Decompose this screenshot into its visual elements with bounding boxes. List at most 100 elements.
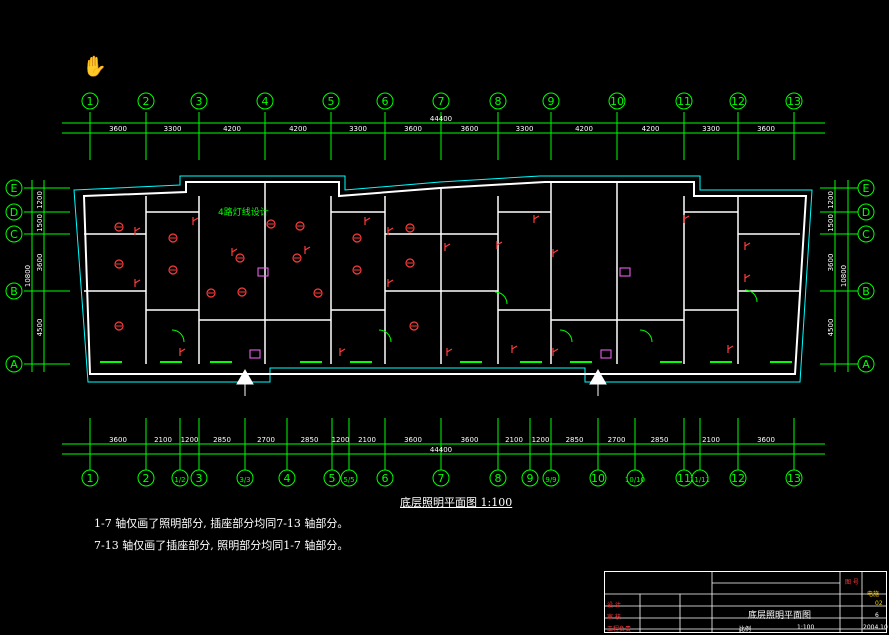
switch-icon	[364, 217, 371, 225]
axis-label-top: 1	[87, 95, 94, 108]
axis-label-bottom: 9	[527, 472, 534, 485]
dim-value-bottom: 1200	[181, 436, 199, 444]
axis-bubble-top	[190, 92, 208, 110]
axis-label-side: B	[10, 285, 18, 298]
tb-drawing-no: 图 号	[845, 579, 859, 586]
switch-icon	[179, 348, 186, 356]
note-1: 1-7 轴仅画了照明部分, 插座部分均同7-13 轴部分。	[94, 517, 349, 530]
dim-value-bottom: 2100	[505, 436, 523, 444]
axis-bubble-bottom	[236, 469, 254, 487]
axis-label-top: 3	[196, 95, 203, 108]
ceiling-light-icon	[114, 259, 124, 269]
dim-value-bottom: 2100	[154, 436, 172, 444]
ceiling-light-icon	[405, 258, 415, 268]
ceiling-light-icon	[168, 233, 178, 243]
axis-label-bottom: 10/10	[625, 476, 645, 484]
axis-label-bottom: 9/9	[545, 476, 556, 484]
dim-value-bottom: 2100	[358, 436, 376, 444]
door-swing	[559, 329, 573, 343]
axis-label-bottom: 10	[591, 472, 605, 485]
switch-icon	[496, 241, 503, 249]
axis-label-side: C	[862, 228, 870, 241]
axis-bubble-bottom	[171, 469, 189, 487]
tb-scale-label: 比例	[739, 626, 752, 633]
axis-label-side: B	[862, 285, 870, 298]
axis-bubble-top	[542, 92, 560, 110]
title-block: 设 计 审 核 工程负责 底层照明平面图 比例 1:100 图 号 电施 02 …	[604, 571, 888, 633]
axis-bubble-top	[489, 92, 507, 110]
dim-total-side: 10800	[840, 265, 848, 287]
tb-date: 2004.10	[863, 624, 888, 631]
axis-bubble-side	[857, 282, 875, 300]
axis-bubble-side	[5, 282, 23, 300]
switch-icon	[727, 345, 734, 353]
ceiling-light-icon	[352, 265, 362, 275]
axis-bubble-bottom	[137, 469, 155, 487]
axis-label-bottom: 12	[731, 472, 745, 485]
axis-label-side: C	[10, 228, 18, 241]
dim-value-top: 4200	[289, 125, 307, 133]
dim-value-top: 3300	[349, 125, 367, 133]
axis-label-top: 4	[262, 95, 269, 108]
door-swing	[171, 329, 185, 343]
axis-label-top: 13	[787, 95, 801, 108]
ceiling-light-icon	[313, 288, 323, 298]
hand-pan-icon[interactable]: ✋	[82, 54, 107, 78]
ceiling-light-icon	[206, 288, 216, 298]
axis-bubble-bottom	[81, 469, 99, 487]
axis-label-bottom: 4	[284, 472, 291, 485]
switch-icon	[552, 348, 559, 356]
axis-bubble-bottom	[190, 469, 208, 487]
dim-value-top: 3600	[461, 125, 479, 133]
axis-label-bottom: 6	[382, 472, 389, 485]
distribution-box-icon	[249, 349, 261, 359]
room-label: 4路灯线设计	[218, 206, 269, 218]
axis-bubble-top	[256, 92, 274, 110]
switch-icon	[134, 279, 141, 287]
ceiling-light-icon	[114, 321, 124, 331]
axis-label-top: 6	[382, 95, 389, 108]
dim-value-side: 1200	[36, 191, 44, 209]
drawing-caption: 底层照明平面图 1:100	[400, 496, 513, 509]
dim-value-side: 1500	[827, 214, 835, 232]
switch-icon	[744, 242, 751, 250]
entrance-arrow-icon	[589, 368, 607, 385]
note-2: 7-13 轴仅画了插座部分, 照明部分均同1-7 轴部分。	[94, 539, 349, 552]
side-dimension-chains: EDCBA120015003600450010800EDCBA120015003…	[5, 179, 875, 373]
axis-bubble-bottom	[340, 469, 358, 487]
dim-value-bottom: 2850	[651, 436, 669, 444]
axis-bubble-bottom	[729, 469, 747, 487]
axis-label-top: 5	[328, 95, 335, 108]
dim-value-bottom: 2700	[257, 436, 275, 444]
door-swing	[639, 329, 653, 343]
axis-bubble-top	[432, 92, 450, 110]
axis-label-bottom: 3	[196, 472, 203, 485]
axis-bubble-bottom	[432, 469, 450, 487]
dim-value-bottom: 2100	[702, 436, 720, 444]
axis-label-top: 11	[677, 95, 691, 108]
door-swing	[744, 289, 758, 303]
tb-scale-value: 1:100	[797, 624, 815, 631]
axis-bubble-bottom	[323, 469, 341, 487]
axis-label-bottom: 7	[438, 472, 445, 485]
dim-value-side: 1500	[36, 214, 44, 232]
axis-label-bottom: 11/11	[690, 476, 710, 484]
dim-value-top: 4200	[642, 125, 660, 133]
switch-icon	[134, 227, 141, 235]
tb-sheet: 02	[875, 600, 883, 607]
axis-bubble-bottom	[626, 469, 644, 487]
tb-review: 审 核	[607, 614, 621, 621]
dim-value-bottom: 1200	[532, 436, 550, 444]
axis-bubble-side	[5, 179, 23, 197]
distribution-box-icon	[600, 349, 612, 359]
dim-value-top: 4200	[575, 125, 593, 133]
axis-bubble-top	[81, 92, 99, 110]
title-block-lines	[604, 571, 887, 633]
axis-label-side: A	[10, 358, 18, 371]
outer-window-outline	[73, 175, 813, 383]
axis-bubble-bottom	[376, 469, 394, 487]
axis-bubble-side	[857, 203, 875, 221]
ceiling-light-icon	[168, 265, 178, 275]
